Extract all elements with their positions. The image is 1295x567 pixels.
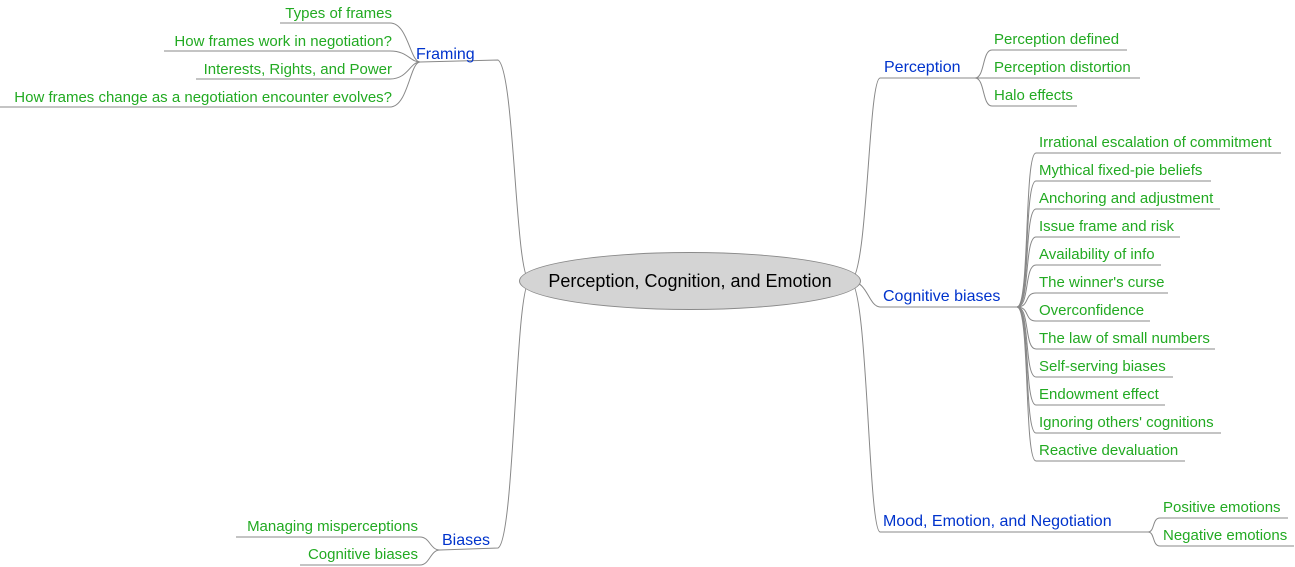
leaf-cognitive-2[interactable]: Mythical fixed-pie beliefs bbox=[1039, 162, 1203, 179]
leaf-framing-2[interactable]: How frames work in negotiation? bbox=[174, 33, 392, 50]
leaf-cognitive-11[interactable]: Ignoring others' cognitions bbox=[1039, 414, 1214, 431]
branch-mood-emotion[interactable]: Mood, Emotion, and Negotiation bbox=[883, 513, 1112, 530]
leaf-mood-1[interactable]: Positive emotions bbox=[1163, 499, 1281, 516]
leaf-cognitive-1[interactable]: Irrational escalation of commitment bbox=[1039, 134, 1272, 151]
leaf-cognitive-7[interactable]: Overconfidence bbox=[1039, 302, 1145, 319]
leaf-perception-1[interactable]: Perception defined bbox=[994, 31, 1120, 48]
leaf-mood-2[interactable]: Negative emotions bbox=[1163, 527, 1288, 544]
leaf-biases-1[interactable]: Managing misperceptions bbox=[247, 518, 418, 535]
leaf-framing-3[interactable]: Interests, Rights, and Power bbox=[203, 61, 392, 78]
leaf-cognitive-6[interactable]: The winner's curse bbox=[1039, 274, 1165, 291]
root-node[interactable]: Perception, Cognition, and Emotion bbox=[519, 252, 861, 310]
branch-biases[interactable]: Biases bbox=[442, 532, 491, 549]
branch-cognitive-biases[interactable]: Cognitive biases bbox=[883, 288, 1001, 305]
leaf-framing-1[interactable]: Types of frames bbox=[285, 5, 392, 22]
leaf-perception-2[interactable]: Perception distortion bbox=[994, 59, 1131, 76]
leaf-cognitive-8[interactable]: The law of small numbers bbox=[1039, 330, 1210, 347]
leaf-biases-2[interactable]: Cognitive biases bbox=[307, 546, 418, 563]
root-label: Perception, Cognition, and Emotion bbox=[548, 270, 832, 291]
branch-framing[interactable]: Framing bbox=[416, 46, 475, 63]
leaf-perception-3[interactable]: Halo effects bbox=[994, 87, 1073, 104]
leaf-cognitive-9[interactable]: Self-serving biases bbox=[1039, 358, 1166, 375]
leaf-cognitive-5[interactable]: Availability of info bbox=[1039, 246, 1155, 263]
leaf-framing-4[interactable]: How frames change as a negotiation encou… bbox=[14, 89, 392, 106]
leaf-cognitive-3[interactable]: Anchoring and adjustment bbox=[1039, 190, 1214, 207]
leaf-cognitive-12[interactable]: Reactive devaluation bbox=[1039, 442, 1179, 459]
leaf-cognitive-4[interactable]: Issue frame and risk bbox=[1039, 218, 1175, 235]
branch-perception[interactable]: Perception bbox=[884, 59, 961, 76]
leaf-cognitive-10[interactable]: Endowment effect bbox=[1039, 386, 1159, 403]
